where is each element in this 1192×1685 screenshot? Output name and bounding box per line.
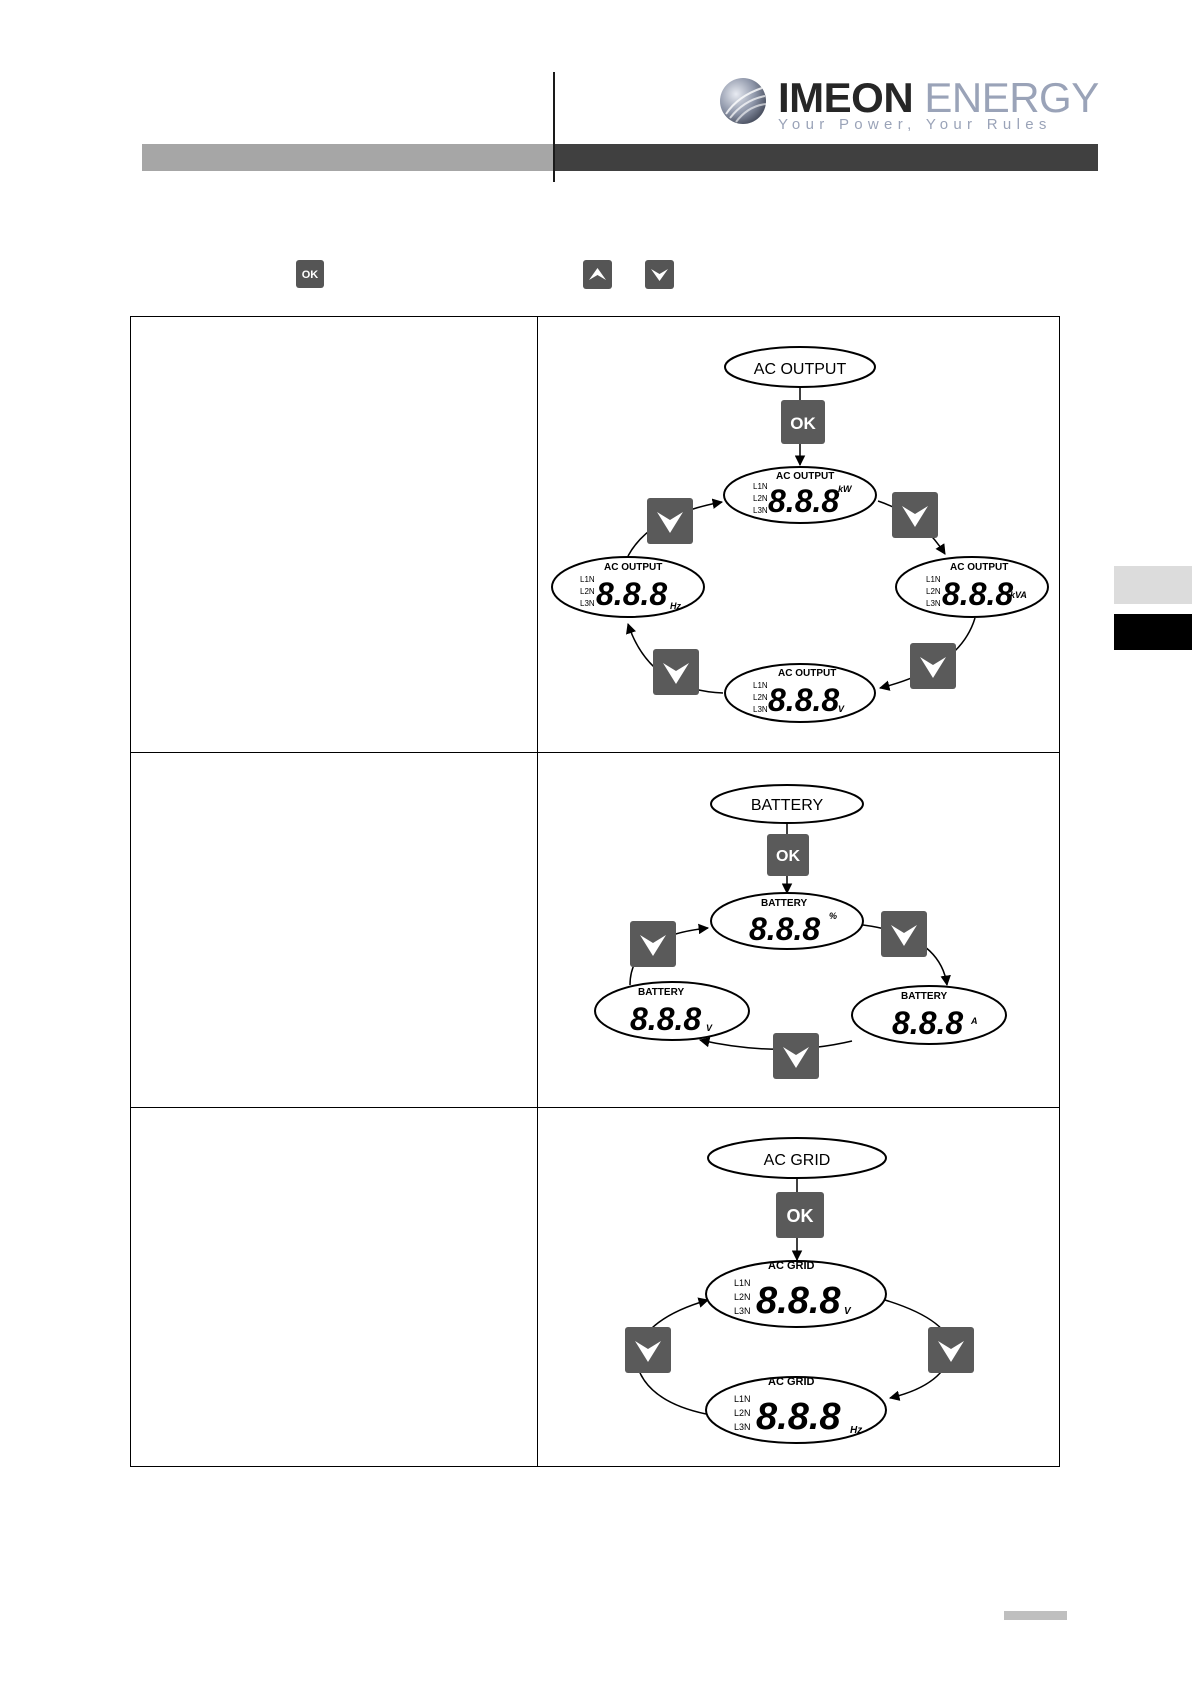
ac-output-diagram: AC OUTPUT OK AC OUTPUT L1N L2N L3N 8.8.8… [551,346,1049,723]
ac-output-down-button-1 [892,492,938,538]
header-bar-right [554,144,1098,171]
battery-down-button-3 [630,921,676,967]
svg-text:L2N: L2N [734,1292,751,1302]
down-arrow-key-icon [645,260,674,289]
ac-output-down-button-2 [910,643,956,689]
ac-grid-diagram: AC GRID OK AC GRID L1N L2N L3N 8.8.8 V A… [625,1137,974,1444]
svg-text:BATTERY: BATTERY [901,991,947,1002]
svg-text:AC OUTPUT: AC OUTPUT [778,668,836,679]
svg-text:8.8.8: 8.8.8 [756,1396,841,1438]
svg-text:Hz: Hz [670,601,681,611]
svg-text:L1N: L1N [753,482,768,491]
battery-display-voltage: BATTERY 8.8.8 V [594,981,750,1041]
svg-text:L3N: L3N [734,1422,751,1432]
table-row-divider-2 [130,1107,1060,1108]
svg-text:L1N: L1N [926,575,941,584]
menu-table [130,316,1060,1467]
ac-output-down-button-3 [653,649,699,695]
ac-grid-menu-label: AC GRID [707,1137,887,1179]
ac-output-menu-label: AC OUTPUT [724,346,876,388]
svg-text:V: V [706,1023,713,1033]
svg-text:L2N: L2N [734,1408,751,1418]
logo-sphere-icon [720,78,767,124]
ac-output-display-hz: AC OUTPUT L1N L2N L3N 8.8.8 Hz [551,556,705,618]
svg-text:L2N: L2N [753,494,768,503]
svg-text:L2N: L2N [926,587,941,596]
svg-text:8.8.8: 8.8.8 [596,576,667,612]
ac-grid-display-voltage: AC GRID L1N L2N L3N 8.8.8 V [705,1260,887,1328]
up-arrow-key-icon [583,260,612,289]
svg-text:V: V [844,1306,852,1317]
svg-text:AC OUTPUT: AC OUTPUT [776,471,834,482]
side-tab-grey [1114,566,1192,604]
svg-text:8.8.8: 8.8.8 [756,1280,841,1322]
brand-name: IMEON ENERGY [778,74,1099,122]
brand-word-imeon: IMEON [778,74,914,121]
svg-text:L3N: L3N [734,1306,751,1316]
svg-text:L3N: L3N [753,506,768,515]
svg-text:kVA: kVA [1010,590,1027,600]
ac-output-display-kw: AC OUTPUT L1N L2N L3N 8.8.8 kW [723,466,877,524]
battery-ok-button: OK [767,834,809,876]
ok-key-icon: OK [296,260,324,288]
svg-text:AC OUTPUT: AC OUTPUT [950,562,1008,573]
ac-output-down-button-4 [647,498,693,544]
header-bar-left [142,144,554,171]
battery-down-button-1 [881,911,927,957]
svg-text:L3N: L3N [753,705,768,714]
side-tab-black [1114,614,1192,650]
ac-output-display-v: AC OUTPUT L1N L2N L3N 8.8.8 V [724,663,876,723]
svg-text:OK: OK [787,1206,814,1226]
brand-tagline: Your Power, Your Rules [778,116,1052,133]
svg-text:AC OUTPUT: AC OUTPUT [754,361,847,378]
svg-text:AC GRID: AC GRID [768,1260,815,1272]
ok-key-label: OK [302,269,319,281]
battery-display-current: BATTERY 8.8.8 A [851,985,1007,1045]
battery-diagram: BATTERY OK BATTERY 8.8.8 % BATTERY 8.8.8… [594,784,1007,1079]
svg-text:8.8.8: 8.8.8 [942,576,1013,612]
svg-text:L1N: L1N [734,1278,751,1288]
svg-text:A: A [970,1016,978,1026]
svg-text:8.8.8: 8.8.8 [630,1001,701,1037]
svg-text:8.8.8: 8.8.8 [892,1005,963,1041]
header-divider [553,72,555,182]
brand-word-energy: ENERGY [924,74,1099,121]
ac-grid-down-button-left [625,1327,671,1373]
svg-text:Hz: Hz [850,1425,862,1436]
ac-grid-display-frequency: AC GRID L1N L2N L3N 8.8.8 Hz [705,1376,887,1444]
ac-output-ok-button: OK [781,400,825,444]
svg-text:AC GRID: AC GRID [764,1152,831,1169]
ac-grid-ok-button: OK [776,1192,824,1238]
ac-grid-down-button-right [928,1327,974,1373]
svg-text:L3N: L3N [580,599,595,608]
ac-output-display-kva: AC OUTPUT L1N L2N L3N 8.8.8 kVA [895,556,1049,618]
svg-text:BATTERY: BATTERY [761,898,807,909]
svg-text:8.8.8: 8.8.8 [768,483,839,519]
svg-text:kW: kW [838,484,853,494]
svg-text:BATTERY: BATTERY [751,797,824,814]
battery-menu-label: BATTERY [710,784,864,824]
battery-display-percent: BATTERY 8.8.8 % [710,892,864,950]
svg-text:BATTERY: BATTERY [638,987,684,998]
svg-text:L2N: L2N [753,693,768,702]
svg-text:L1N: L1N [580,575,595,584]
table-row-divider-1 [130,752,1060,753]
svg-text:L1N: L1N [734,1394,751,1404]
svg-text:8.8.8: 8.8.8 [768,682,839,718]
svg-text:L3N: L3N [926,599,941,608]
svg-text:OK: OK [790,414,816,433]
svg-text:L1N: L1N [753,681,768,690]
svg-text:%: % [829,911,837,921]
svg-text:V: V [838,704,845,714]
svg-text:AC OUTPUT: AC OUTPUT [604,562,662,573]
brand-logo: IMEON ENERGY Your Power, Your Rules [718,74,1099,134]
svg-text:8.8.8: 8.8.8 [749,911,820,947]
footer-page-bar [1004,1611,1067,1620]
svg-text:OK: OK [776,848,800,865]
battery-down-button-2 [773,1033,819,1079]
table-column-divider [537,316,538,1467]
svg-text:L2N: L2N [580,587,595,596]
svg-text:AC GRID: AC GRID [768,1376,815,1388]
